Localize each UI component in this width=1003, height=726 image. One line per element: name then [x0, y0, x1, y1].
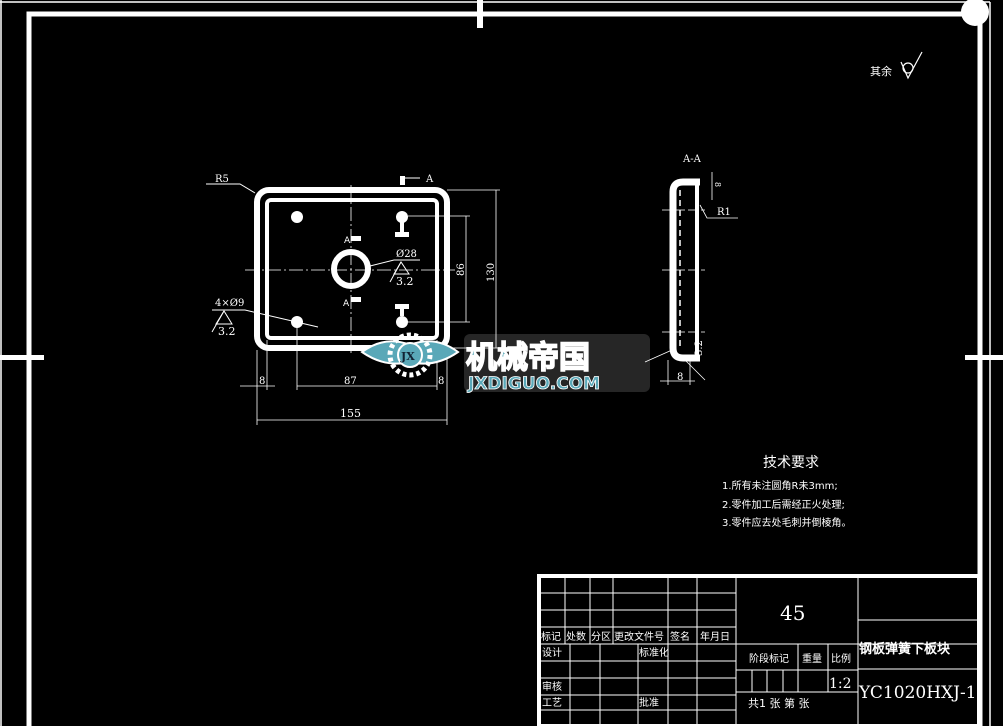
title-block-scale-label-text: 比例: [831, 652, 851, 665]
section-view-radius-label-text: R1: [717, 207, 731, 218]
main-view-dim-8-right-text: 8: [438, 376, 444, 387]
rect-mark: [351, 297, 361, 302]
line-mark: [684, 359, 706, 381]
watermark-badge-text: JX: [400, 350, 415, 363]
g-mark: [539, 576, 978, 726]
section-view-title-text: A-A: [682, 154, 702, 165]
main-view-dim-8-left-text: 8: [259, 376, 265, 387]
path-mark: [669, 178, 700, 362]
main-view: A A A R5 Ø28 3.2 4×Ø9 3.2 86 130 8 87 8: [206, 174, 500, 425]
title-block-design-text: 设计: [542, 646, 562, 659]
bolt-hole: [291, 211, 303, 223]
main-view-hole-center-roughness-text: 3.2: [396, 275, 414, 288]
polygon-mark: [393, 261, 410, 275]
title-block-headers-5-text: 年月日: [700, 630, 730, 643]
technical-requirements: 技术要求 1.所有未注圆角R未3mm; 2.零件加工后需经正火处理; 3.零件应…: [722, 455, 852, 529]
polyline-mark: [699, 204, 738, 219]
main-view-section-mark-text: A: [425, 174, 434, 185]
main-view-hole-center-label-text: Ø28: [396, 249, 417, 260]
rect-mark: [400, 222, 404, 236]
title-block-material-text: 45: [780, 601, 805, 625]
main-view-radius-label-text: R5: [215, 174, 229, 185]
general-roughness-note: 其余: [870, 51, 923, 80]
main-view-section-mark-low-text: A: [344, 236, 351, 246]
main-view-dim-155-text: 155: [340, 407, 361, 420]
line-mark: [644, 349, 673, 363]
title-block-headers-4-text: 签名: [670, 630, 690, 643]
rect-mark: [464, 334, 650, 392]
tech-requirements-items-0-text: 1.所有未注圆角R未3mm;: [722, 479, 838, 492]
rect-mark: [351, 236, 361, 241]
jxdiguo-watermark-logo: JX 机械帝国 JXDIGUO.COM: [360, 332, 650, 394]
title-block-approve-text: 批准: [639, 696, 659, 709]
main-view-dim-130-text: 130: [486, 263, 497, 282]
section-view-dim-bottom-text: 8: [677, 372, 683, 383]
polygon-mark: [215, 310, 233, 325]
title-block-review-text: 审核: [542, 680, 562, 693]
title-block-headers-3-text: 更改文件号: [614, 630, 664, 643]
section-view-dim-top-text: 8: [713, 182, 722, 187]
watermark-cn-text: 机械帝国: [466, 340, 590, 376]
polyline-mark: [212, 309, 319, 328]
watermark-en-text: JXDIGUO.COM: [467, 374, 600, 394]
polyline-mark: [900, 51, 923, 80]
title-block-scale-text: 1:2: [829, 676, 852, 692]
center-mark-right: [965, 355, 1003, 360]
roughness-label-text: 其余: [870, 64, 892, 78]
center-mark-left: [0, 355, 44, 360]
bolt-hole: [396, 316, 408, 328]
title-block-sheets-text: 共1 张 第 张: [748, 696, 810, 710]
rect-mark: [254, 187, 450, 351]
polyline-mark: [369, 259, 420, 267]
circle-mark: [961, 0, 989, 26]
line-mark: [389, 261, 402, 283]
rect-mark: [400, 304, 404, 316]
roughness-check-icon: [900, 51, 923, 80]
polyline-mark: [206, 183, 256, 194]
main-view-holes-label-text: 4×Ø9: [215, 298, 244, 309]
circle-mark: [387, 332, 433, 378]
rect-mark: [265, 198, 439, 340]
title-block-headers-2-text: 分区: [591, 631, 611, 643]
title-block-part-name-text: 钢板弹簧下板块: [859, 641, 951, 657]
tech-requirements-title-text: 技术要求: [763, 455, 819, 471]
title-block-standardization-text: 标准化: [639, 646, 669, 659]
title-block-headers-1-text: 处数: [566, 630, 586, 643]
rect-mark: [26, 11, 983, 726]
rect-mark: [537, 574, 981, 726]
center-hole: [331, 249, 371, 289]
rect-mark: [400, 176, 405, 185]
center-mark-top: [477, 0, 483, 28]
bolt-hole: [396, 211, 408, 223]
title-block-process-text: 工艺: [542, 697, 562, 709]
title-block-weight-text: 重量: [802, 652, 822, 665]
title-block-stage-mark-text: 阶段标记: [749, 652, 789, 665]
main-view-dim-87-text: 87: [344, 376, 357, 387]
main-view-section-mark-low-text: A: [343, 299, 350, 309]
section-view-roughness-text: 3.2: [694, 340, 705, 356]
title-block-headers-0-text: 标记: [541, 631, 561, 643]
tech-requirements-items-1-text: 2.零件加工后需经正火处理;: [722, 498, 845, 511]
tech-requirements-items-2-text: 3.零件应去处毛刺并倒棱角。: [722, 516, 852, 529]
main-view-holes-roughness-text: 3.2: [218, 325, 236, 338]
title-block-drawing-no-text: YC1020HXJ-1: [858, 683, 977, 703]
section-view-a-a: A-A 8 R1 8 3.2: [644, 154, 738, 385]
title-block: 标记 处数 分区 更改文件号 签名 年月日 设计 标准化 审核 工艺 批准 45…: [537, 574, 981, 726]
circle-mark: [397, 342, 423, 368]
main-view-dim-86-text: 86: [456, 263, 467, 276]
line-mark: [211, 310, 225, 333]
